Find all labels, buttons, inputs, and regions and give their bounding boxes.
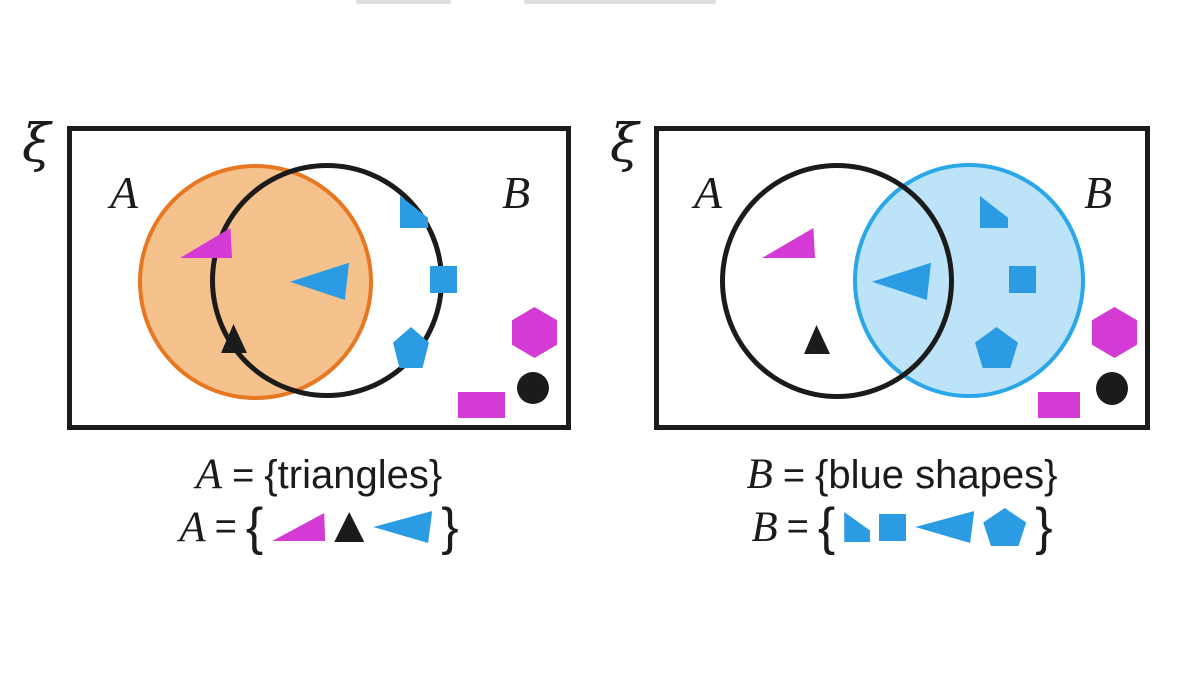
close-brace: }: [1035, 498, 1053, 556]
equals-sign: =: [214, 505, 237, 548]
universal-set-symbol: ξ: [22, 114, 51, 174]
set-b-roster-caption: B = { }: [654, 500, 1150, 554]
caption-set-letter: A: [195, 451, 223, 498]
open-brace: {: [245, 498, 264, 556]
black-circle: [1096, 372, 1128, 405]
black-circle: [517, 372, 549, 404]
caption-set-letter: A: [179, 503, 206, 551]
set-a-circle: [720, 163, 954, 399]
equals-sign: =: [232, 455, 255, 497]
cropped-top-text-artifact: [524, 0, 716, 4]
magenta-rectangle: [458, 392, 505, 418]
black-triangle: [334, 512, 365, 542]
set-a-roster-caption: A = { }: [67, 500, 571, 554]
caption-set-letter: B: [751, 503, 778, 551]
blue-square: [430, 266, 457, 293]
blue-quadrilateral: [844, 512, 871, 542]
set-b-label: B: [502, 167, 531, 218]
caption-set-value: {triangles}: [264, 453, 443, 497]
blue-square: [879, 513, 907, 541]
cropped-top-text-artifact: [356, 0, 451, 4]
blue-left-triangle: [373, 511, 433, 543]
magenta-right-triangle: [272, 513, 326, 541]
blue-left-triangle: [915, 511, 975, 543]
universal-set-symbol: ξ: [610, 114, 639, 174]
blue-pentagon: [983, 508, 1027, 546]
close-brace: }: [441, 498, 459, 556]
caption-set-value: {blue shapes}: [815, 453, 1058, 497]
set-b-label: B: [1084, 167, 1113, 218]
caption-set-letter: B: [746, 451, 773, 498]
set-a-label: A: [694, 167, 723, 218]
blue-square: [1009, 266, 1036, 293]
equals-sign: =: [786, 505, 809, 548]
set-b-definition-caption: B = {blue shapes}: [654, 450, 1150, 499]
magenta-rectangle: [1038, 392, 1080, 418]
set-a-definition-caption: A = {triangles}: [67, 450, 571, 499]
set-a-label: A: [110, 167, 139, 218]
equals-sign: =: [782, 455, 806, 497]
open-brace: {: [817, 498, 836, 556]
